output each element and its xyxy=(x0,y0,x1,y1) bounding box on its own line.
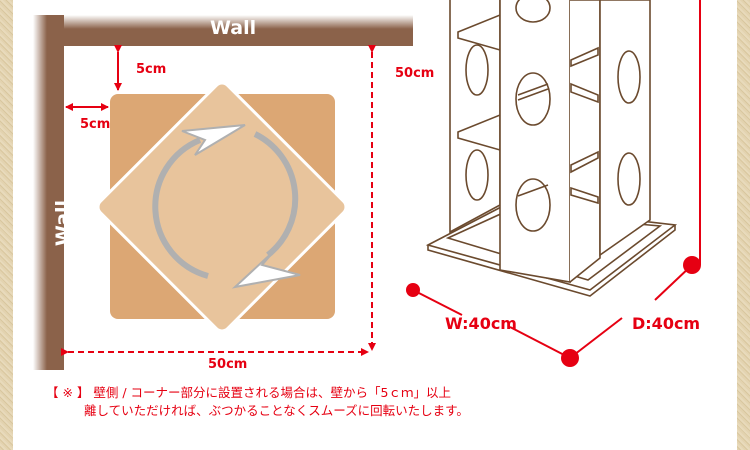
product-width-label: W:40cm xyxy=(445,314,517,333)
product-dimension-lines xyxy=(412,0,701,359)
note-line-1: 【 ※ 】 壁側 / コーナー部分に設置される場合は、壁から「5ｃｍ」以上 xyxy=(46,385,452,400)
rotation-arrows-icon xyxy=(152,131,299,279)
wall-left-label: Wall xyxy=(52,199,75,247)
clearance-horizontal-label: 5cm xyxy=(80,117,111,132)
footprint-height-label: 50cm xyxy=(395,66,435,81)
diagram-graphics xyxy=(33,0,701,370)
note-line-2: 離していただければ、ぶつかることなくスムーズに回転いたします。 xyxy=(84,403,469,418)
background-texture-left xyxy=(0,0,13,450)
rotating-shelf-illustration xyxy=(425,0,678,297)
clearance-vertical-label: 5cm xyxy=(136,62,167,77)
wall-corner xyxy=(33,15,413,370)
product-depth-label: D:40cm xyxy=(632,314,701,333)
dimension-dots xyxy=(406,256,701,367)
background-texture-right xyxy=(737,0,750,450)
installation-note: 【 ※ 】 壁側 / コーナー部分に設置される場合は、壁から「5ｃｍ」以上 離し… xyxy=(46,384,469,420)
footprint-width-label: 50cm xyxy=(208,357,248,372)
diagram-canvas: Wall Wall 5cm 5cm 50cm 50cm W:40cm D:40c… xyxy=(13,0,737,450)
wall-top-label: Wall xyxy=(210,17,257,39)
